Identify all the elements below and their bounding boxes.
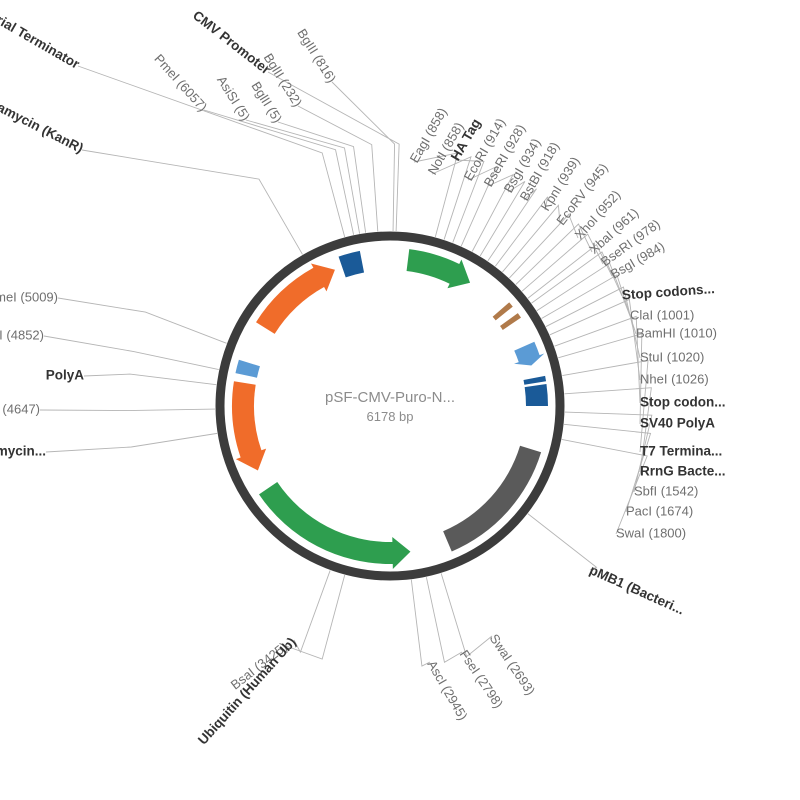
leader-line [515,223,593,285]
leader-line [431,156,472,240]
leader-line [460,165,498,247]
leader-line [293,570,331,654]
leader-line [440,573,493,658]
leader-line [285,574,346,660]
leader-line [549,298,641,381]
kanr-arrow [256,263,335,334]
leader-line [536,262,631,317]
plasmid-backbone [215,231,565,581]
site-label: BsaI (4647) [0,401,40,416]
leader-line [83,373,217,386]
sv40-polya-arrow [514,341,545,366]
leader-line [267,71,400,232]
site-label: SwaI (1800) [616,525,686,540]
leader-line [57,297,227,344]
leader-line [471,173,515,252]
feature-label: T7 Termina... [640,444,722,459]
leader-line [81,149,303,255]
site-label: PmeI (6057) [151,51,210,114]
feature-label: Kanamycin (KanR) [0,88,86,156]
leader-line [531,251,623,304]
site-label: AscI (4852) [0,327,44,342]
feature-label: RrnG Bacte... [640,464,726,479]
site-label: AsiSI (5) [214,73,253,123]
feature-label: RrnG Bacterial Terminator [0,0,83,72]
leader-line [509,213,579,279]
site-label: StuI (1020) [640,349,704,364]
site-label: BamHI (1010) [636,325,717,340]
feature-label: Stop codons... [621,281,715,302]
feature-label: Ubiquitin (Human Ub) [195,634,299,747]
plasmid-name: pSF-CMV-Puro-N... [325,389,455,406]
site-label: PmeI (5009) [0,289,58,304]
leader-line [487,188,537,262]
ha-tag-mark [492,302,513,321]
rrng-bact-terminator-block [338,250,365,278]
leader-line [564,387,652,473]
leader-line [45,432,218,453]
site-label: ClaI (1001) [630,307,694,322]
leader-line [554,315,641,404]
leader-line [527,513,598,571]
leader-line [561,438,648,535]
leader-line [39,408,216,412]
leader-line [413,152,459,238]
leader-line [502,204,561,273]
site-label: AscI (2945) [424,658,470,723]
stop-codons-mark [500,313,521,330]
feature-label: Puromycin... [0,444,46,459]
site-label: SbfI (1542) [634,483,698,498]
leader-line [297,105,379,232]
feature-label: CMV Promoter [190,8,274,78]
leader-line [331,81,396,232]
puromycin-arrow [232,381,267,471]
feature-label: pMB1 (Bacteri... [587,562,686,617]
pmb1-ori-block [443,445,542,552]
feature-label: SV40 PolyA [640,416,715,431]
leader-line [203,109,355,235]
leader-line [277,121,367,233]
leader-line [245,119,361,234]
leader-line [77,65,346,238]
site-label: BgIII (816) [294,26,339,85]
leader-line [410,579,431,667]
cmv-promoter-arrow [406,249,471,289]
plasmid-size: 6178 bp [367,409,414,424]
polya-small [235,359,260,378]
feature-label: PolyA [46,368,85,383]
leader-line [563,423,652,513]
ubiquitin-arrow [259,482,411,569]
t7-terminator-bar [523,375,547,385]
site-label: NheI (1026) [640,371,709,386]
leader-line [43,335,219,371]
feature-label: Stop codon... [640,395,726,410]
leader-line [564,411,653,493]
leader-line [479,181,526,257]
site-label: PacI (1674) [626,503,693,518]
leader-lines [39,65,653,667]
leader-line [494,196,549,267]
leader-line [545,286,641,359]
leader-line [425,577,463,663]
leader-line [452,159,485,243]
leader-line [558,333,643,425]
feature-arrows [232,249,548,569]
rrng-terminator-block [524,384,548,406]
leader-line [562,359,649,453]
leader-line [521,233,604,292]
